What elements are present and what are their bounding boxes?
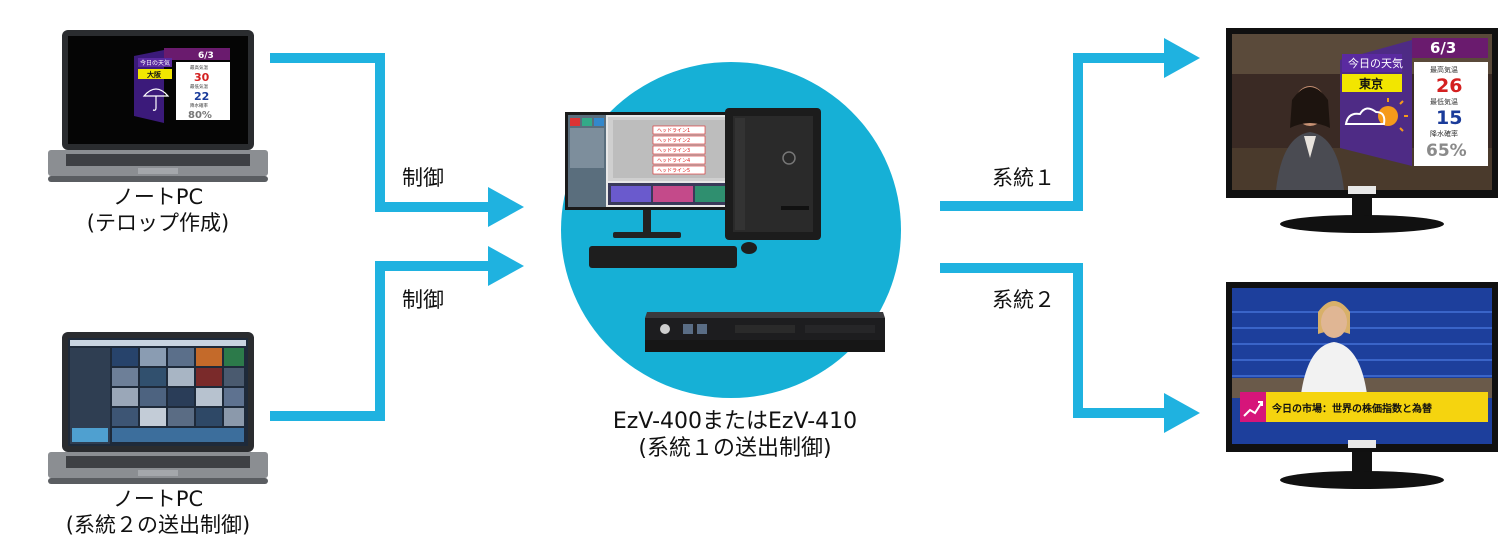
headline-button-label: ヘッドライン1 xyxy=(657,128,690,134)
caption-line: ノートPC xyxy=(112,185,204,209)
arrowhead-right-icon xyxy=(1164,393,1200,433)
headline-button-label: ヘッドライン3 xyxy=(657,148,690,154)
arrowhead-right-icon xyxy=(488,246,524,286)
laptop-2 xyxy=(48,332,268,484)
laptop-2-caption: ノートPC (系統２の送出制御) xyxy=(30,486,286,538)
hub: ヘッドライン1 ヘッドライン2 ヘッドライン3 ヘッドライン4 ヘッドライン5 xyxy=(561,62,901,398)
weather-low-label: 最低気温 xyxy=(1430,97,1458,106)
laptop-keyboard xyxy=(66,456,250,468)
caption-line: ノートPC xyxy=(112,487,204,511)
tv-stand-neck xyxy=(1352,198,1372,220)
laptop-keyboard xyxy=(66,154,250,166)
headline-button-label: ヘッドライン5 xyxy=(657,168,690,174)
laptop-trackpad xyxy=(138,168,178,174)
headline-button-label: ヘッドライン2 xyxy=(657,138,690,144)
operator-ui-screen xyxy=(70,340,246,444)
weather-high: 26 xyxy=(1436,75,1462,97)
cloud-sun-icon xyxy=(1344,98,1408,132)
mouse-icon xyxy=(741,242,757,254)
caption-line: (系統１の送出制御) xyxy=(638,436,832,461)
weather-high-label: 最高気温 xyxy=(190,64,208,71)
caption-line: (テロップ作成) xyxy=(86,211,230,235)
tv-1: 今日の天気 6/3 東京 最高気温 26 最低気温 15 降水確率 65% xyxy=(1226,28,1498,233)
weather-overlay: 今日の天気 6/3 大阪 最高気温 30 最低気温 22 降水確率 80% xyxy=(134,48,230,123)
weather-high-label: 最高気温 xyxy=(1430,65,1458,74)
weather-date: 6/3 xyxy=(1430,39,1456,57)
umbrella-icon xyxy=(142,88,170,111)
keyboard-icon xyxy=(589,246,737,268)
weather-high: 30 xyxy=(194,71,210,84)
news-ticker: 今日の市場：世界の株価指数と為替 xyxy=(1240,392,1488,422)
presenter-icon xyxy=(1300,301,1368,402)
arrowhead-right-icon xyxy=(488,187,524,227)
ticker-text: 今日の市場：世界の株価指数と為替 xyxy=(1271,402,1433,415)
weather-date: 6/3 xyxy=(198,51,214,61)
tv-stand-neck xyxy=(1352,452,1372,474)
weather-city: 東京 xyxy=(1359,76,1383,91)
chart-up-icon xyxy=(1243,401,1263,417)
laptop-trackpad xyxy=(138,470,178,476)
weather-low: 15 xyxy=(1436,107,1462,129)
weather-header: 今日の天気 xyxy=(1348,56,1403,70)
weather-rain: 65% xyxy=(1426,141,1467,161)
weather-rain-label: 降水確率 xyxy=(190,102,208,109)
weather-low-label: 最低気温 xyxy=(190,83,208,90)
connector-laptop1-to-hub xyxy=(270,53,492,212)
rack-unit-icon xyxy=(645,312,885,352)
weather-rain: 80% xyxy=(188,110,212,121)
connector-hub-to-tv1 xyxy=(940,53,1168,211)
tv-2: 今日の市場：世界の株価指数と為替 xyxy=(1226,282,1498,489)
headline-button-stack: ヘッドライン1 ヘッドライン2 ヘッドライン3 ヘッドライン4 ヘッドライン5 xyxy=(652,125,706,175)
headline-button-label: ヘッドライン4 xyxy=(657,158,690,164)
weather-rain-label: 降水確率 xyxy=(1430,129,1458,138)
weather-low: 22 xyxy=(194,90,209,103)
edge-label-control-top: 制御 xyxy=(402,166,444,190)
weather-city: 大阪 xyxy=(147,70,162,79)
arrowhead-right-icon xyxy=(1164,38,1200,78)
studio-lines xyxy=(1232,311,1492,377)
edge-label-control-bottom: 制御 xyxy=(402,288,444,312)
laptop-1-caption: ノートPC (テロップ作成) xyxy=(48,184,268,236)
hub-caption: EzV-400またはEzV-410 (系統１の送出制御) xyxy=(580,408,890,462)
caption-line: EzV-400またはEzV-410 xyxy=(612,409,858,434)
weather-panel: 今日の天気 6/3 東京 最高気温 26 最低気温 15 降水確率 65% xyxy=(1340,38,1488,166)
weather-header: 今日の天気 xyxy=(140,59,170,67)
tv-stand-base xyxy=(1280,215,1444,233)
caption-line: (系統２の送出制御) xyxy=(65,513,251,537)
edge-label-system2: 系統２ xyxy=(992,288,1055,312)
workstation-icon xyxy=(725,108,821,240)
edge-label-system1: 系統１ xyxy=(992,166,1055,190)
presenter-icon xyxy=(1276,86,1344,190)
laptop-1: 今日の天気 6/3 大阪 最高気温 30 最低気温 22 降水確率 80% xyxy=(48,30,268,182)
connector-laptop2-to-hub xyxy=(270,261,492,421)
connector-hub-to-tv2 xyxy=(940,263,1168,418)
tv-stand-base xyxy=(1280,471,1444,489)
monitor-icon: ヘッドライン1 ヘッドライン2 ヘッドライン3 ヘッドライン4 ヘッドライン5 xyxy=(565,112,741,238)
